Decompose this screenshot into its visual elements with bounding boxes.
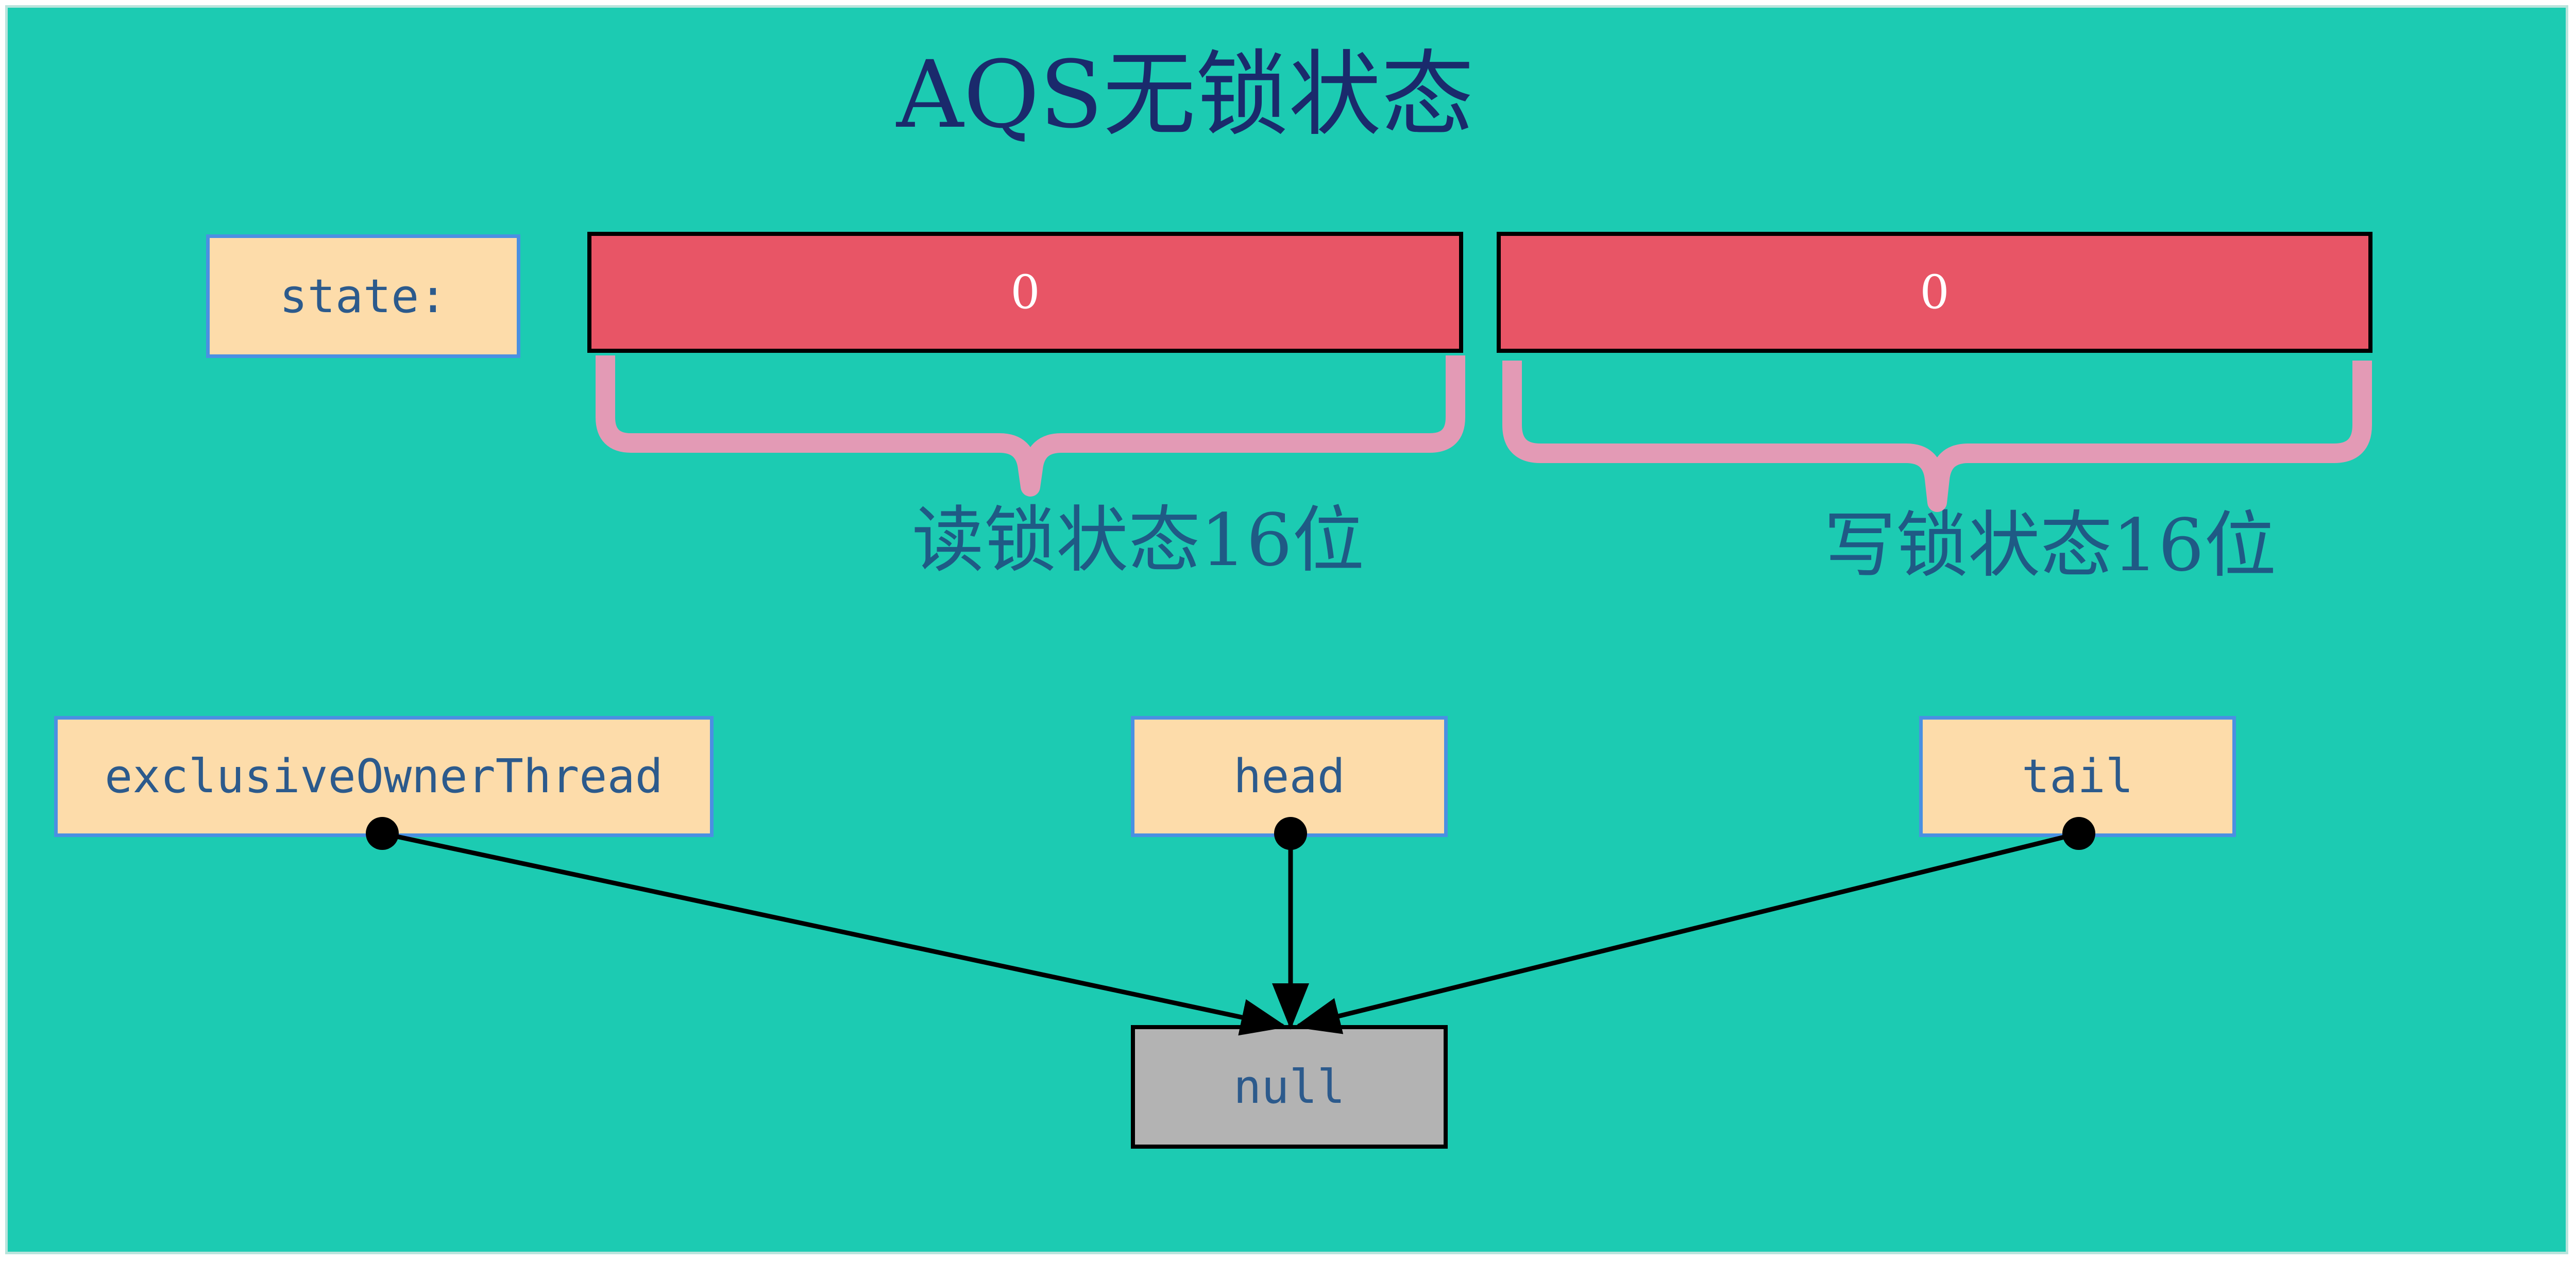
read-lock-brace bbox=[596, 355, 1465, 497]
tail-to-null-arrow bbox=[1294, 831, 2080, 1034]
owner-pointer-dot bbox=[366, 817, 399, 850]
diagram-title: AQS无锁状态 bbox=[896, 41, 1474, 149]
owner-to-null-arrow bbox=[382, 831, 1287, 1036]
write-lock-brace bbox=[1502, 361, 2372, 512]
write-lock-bits-box: 0 bbox=[1497, 232, 2372, 353]
head-box: head bbox=[1131, 716, 1448, 837]
state-label-box: state: bbox=[206, 234, 520, 358]
write-lock-bits-value: 0 bbox=[1920, 265, 1950, 319]
read-lock-brace-label: 读锁状态16位 bbox=[912, 499, 1365, 583]
state-label: state: bbox=[279, 269, 447, 323]
head-label: head bbox=[1233, 749, 1345, 804]
exclusive-owner-thread-label: exclusiveOwnerThread bbox=[105, 749, 663, 804]
tail-pointer-dot bbox=[2062, 817, 2095, 850]
write-lock-brace-label: 写锁状态16位 bbox=[1824, 504, 2277, 588]
read-lock-bits-box: 0 bbox=[587, 232, 1463, 353]
read-lock-bits-value: 0 bbox=[1010, 265, 1040, 319]
tail-label: tail bbox=[2022, 749, 2133, 804]
exclusive-owner-thread-box: exclusiveOwnerThread bbox=[54, 716, 714, 837]
head-pointer-dot bbox=[1274, 817, 1307, 850]
null-node-label: null bbox=[1233, 1060, 1345, 1114]
